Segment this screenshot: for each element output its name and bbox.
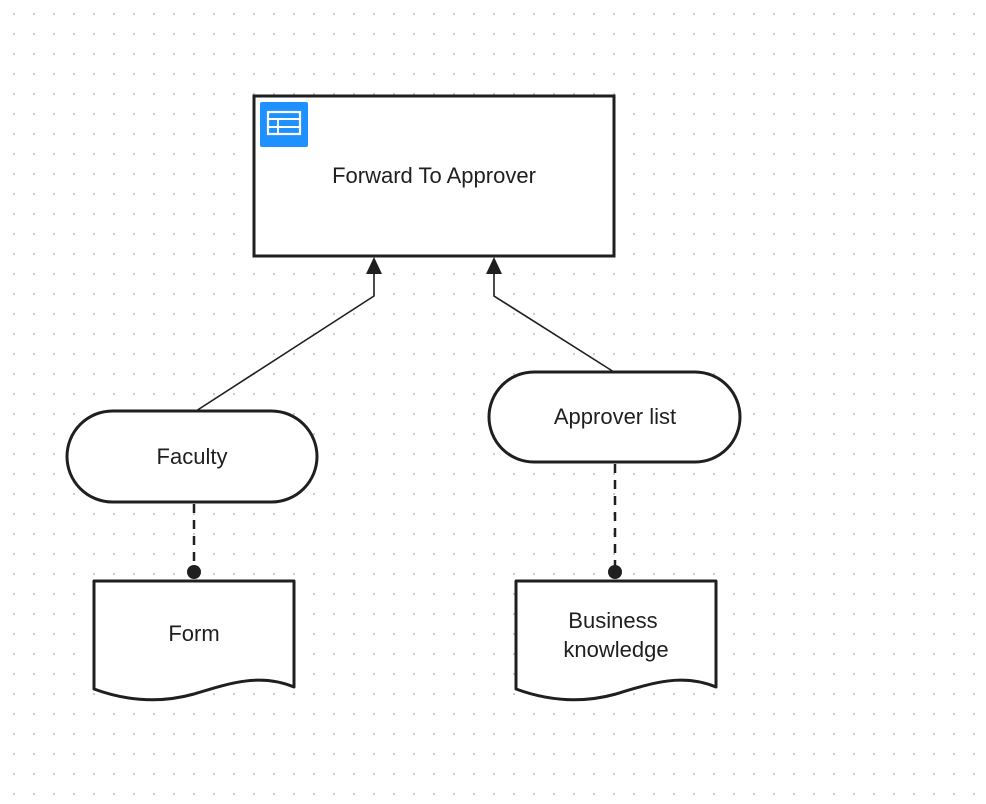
arrowhead-icon	[366, 257, 382, 274]
decision-label: Forward To Approver	[332, 163, 536, 188]
knowledge-source-business-knowledge-label: Business knowledge	[563, 608, 668, 662]
decision-node[interactable]: Forward To Approver	[252, 94, 616, 258]
connector-dot-icon	[187, 565, 201, 579]
knowledge-source-form[interactable]: Form	[92, 579, 296, 702]
connector-approver-list-to-decision[interactable]	[493, 274, 615, 373]
knowledge-label-line: Business	[568, 608, 657, 633]
connector-dot-icon	[608, 565, 622, 579]
arrowhead-icon	[486, 257, 502, 274]
knowledge-label-line: knowledge	[563, 637, 668, 662]
input-data-approver-list[interactable]: Approver list	[487, 370, 742, 464]
connector-faculty-to-decision[interactable]	[195, 274, 375, 412]
knowledge-source-business-knowledge[interactable]: Business knowledge	[514, 579, 718, 702]
input-data-faculty-label: Faculty	[157, 444, 228, 469]
input-data-faculty[interactable]: Faculty	[65, 409, 319, 504]
input-data-approver-list-label: Approver list	[554, 404, 676, 429]
knowledge-source-form-label: Form	[168, 621, 219, 646]
table-icon	[260, 102, 308, 147]
